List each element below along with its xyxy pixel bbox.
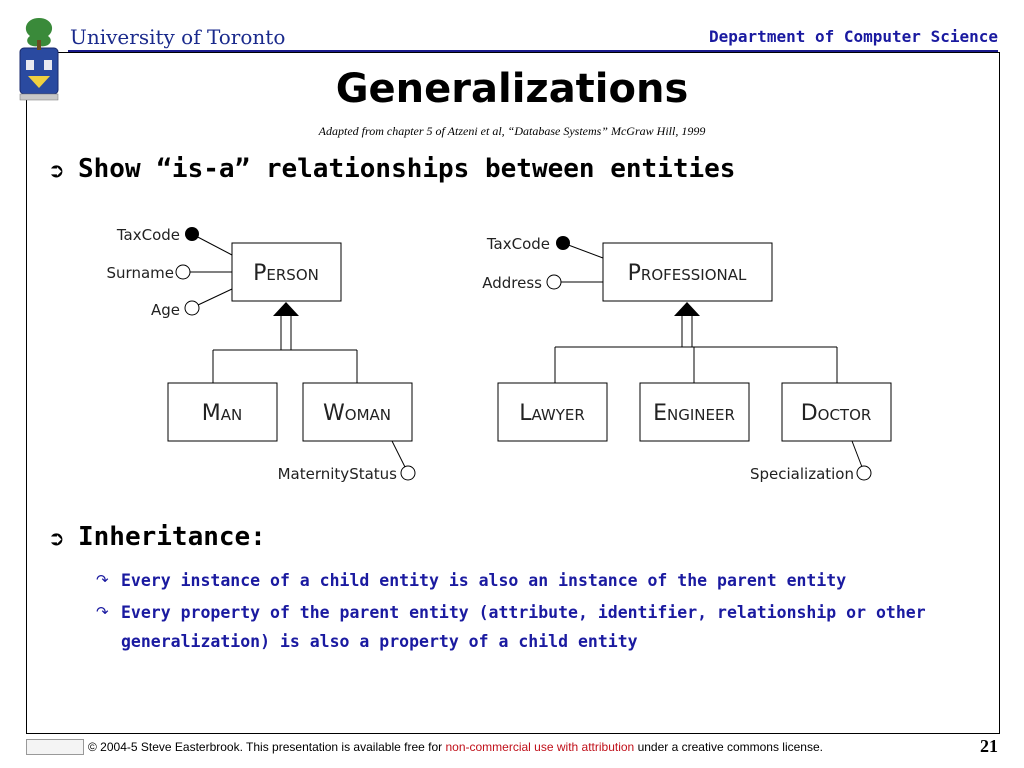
entity-label-engineer: ENGINEER xyxy=(653,401,735,426)
attribute-circle xyxy=(400,465,416,481)
page-number: 21 xyxy=(980,736,998,756)
copyright-text: © 2004-5 Steve Easterbrook. This present… xyxy=(88,740,446,754)
curved-arrow-bullet-icon: ➲ xyxy=(48,158,65,182)
entity-label-lawyer: LAWYER xyxy=(519,401,585,426)
person-hierarchy: PERSON TaxCode Surname Age MAN WOMAN Mat… xyxy=(107,226,416,483)
attribute-label-address: Address xyxy=(482,274,542,292)
attribute-label-surname: Surname xyxy=(107,264,174,282)
slide-subtitle: Adapted from chapter 5 of Atzeni et al, … xyxy=(318,124,706,138)
creative-commons-badge-icon xyxy=(26,739,84,755)
entity-label-woman: WOMAN xyxy=(323,401,391,426)
identifier-attribute-dot xyxy=(185,227,199,241)
bullet-text: Inheritance: xyxy=(78,522,266,552)
entity-box-person xyxy=(231,242,342,302)
university-name: University of Toronto xyxy=(70,25,286,49)
subbullet-text: Every instance of a child entity is also… xyxy=(121,571,847,590)
subbullet-instance: ↷ Every instance of a child entity is al… xyxy=(96,566,966,595)
university-crest-logo xyxy=(19,18,59,101)
identifier-attribute-dot xyxy=(556,236,570,250)
subbullet-property: ↷ Every property of the parent entity (a… xyxy=(96,598,966,656)
subbullet-text: Every property of the parent entity (att… xyxy=(121,603,926,651)
entity-box-professional xyxy=(602,242,773,302)
attribute-circle xyxy=(856,465,872,481)
attribute-label-taxcode: TaxCode xyxy=(486,235,550,253)
entity-box-engineer xyxy=(639,382,750,442)
curved-arrow-bullet-icon: ➲ xyxy=(48,526,65,550)
entity-label-doctor: DOCTOR xyxy=(801,401,872,426)
entity-label-man: MAN xyxy=(202,401,242,426)
entity-label-professional: PROFESSIONAL xyxy=(628,261,747,286)
entity-box-woman xyxy=(302,382,413,442)
bullet-text: Show “is-a” relationships between entiti… xyxy=(78,154,736,184)
entity-box-man xyxy=(167,382,278,442)
attribute-circle xyxy=(546,274,562,290)
hollow-arrow-bullet-icon: ↷ xyxy=(96,571,109,589)
header-rule xyxy=(68,50,998,52)
slide-frame xyxy=(26,52,1000,734)
attribute-label-taxcode: TaxCode xyxy=(116,226,180,244)
entity-box-lawyer xyxy=(497,382,608,442)
attribute-label-age: Age xyxy=(151,301,180,319)
attribute-circle xyxy=(184,300,200,316)
bullet-show-is-a: ➲ Show “is-a” relationships between entit… xyxy=(48,154,735,184)
footer-copyright: © 2004-5 Steve Easterbrook. This present… xyxy=(88,740,823,754)
bullet-inheritance: ➲ Inheritance: xyxy=(48,522,266,552)
slide-title: Generalizations xyxy=(335,66,689,112)
license-tail-text: under a creative commons license. xyxy=(634,740,823,754)
attribute-circle xyxy=(175,264,191,280)
generalization-arrowhead xyxy=(273,302,299,316)
attribute-label-maternitystatus: MaternityStatus xyxy=(278,465,398,483)
hollow-arrow-bullet-icon: ↷ xyxy=(96,603,109,621)
professional-hierarchy: PROFESSIONAL TaxCode Address LAWYER ENGI… xyxy=(482,235,892,483)
entity-label-person: PERSON xyxy=(253,261,319,286)
generalization-arrowhead xyxy=(674,302,700,316)
department-name: Department of Computer Science xyxy=(709,27,998,46)
entity-box-doctor xyxy=(781,382,892,442)
attribute-label-specialization: Specialization xyxy=(750,465,854,483)
license-link[interactable]: non-commercial use with attribution xyxy=(445,740,635,754)
